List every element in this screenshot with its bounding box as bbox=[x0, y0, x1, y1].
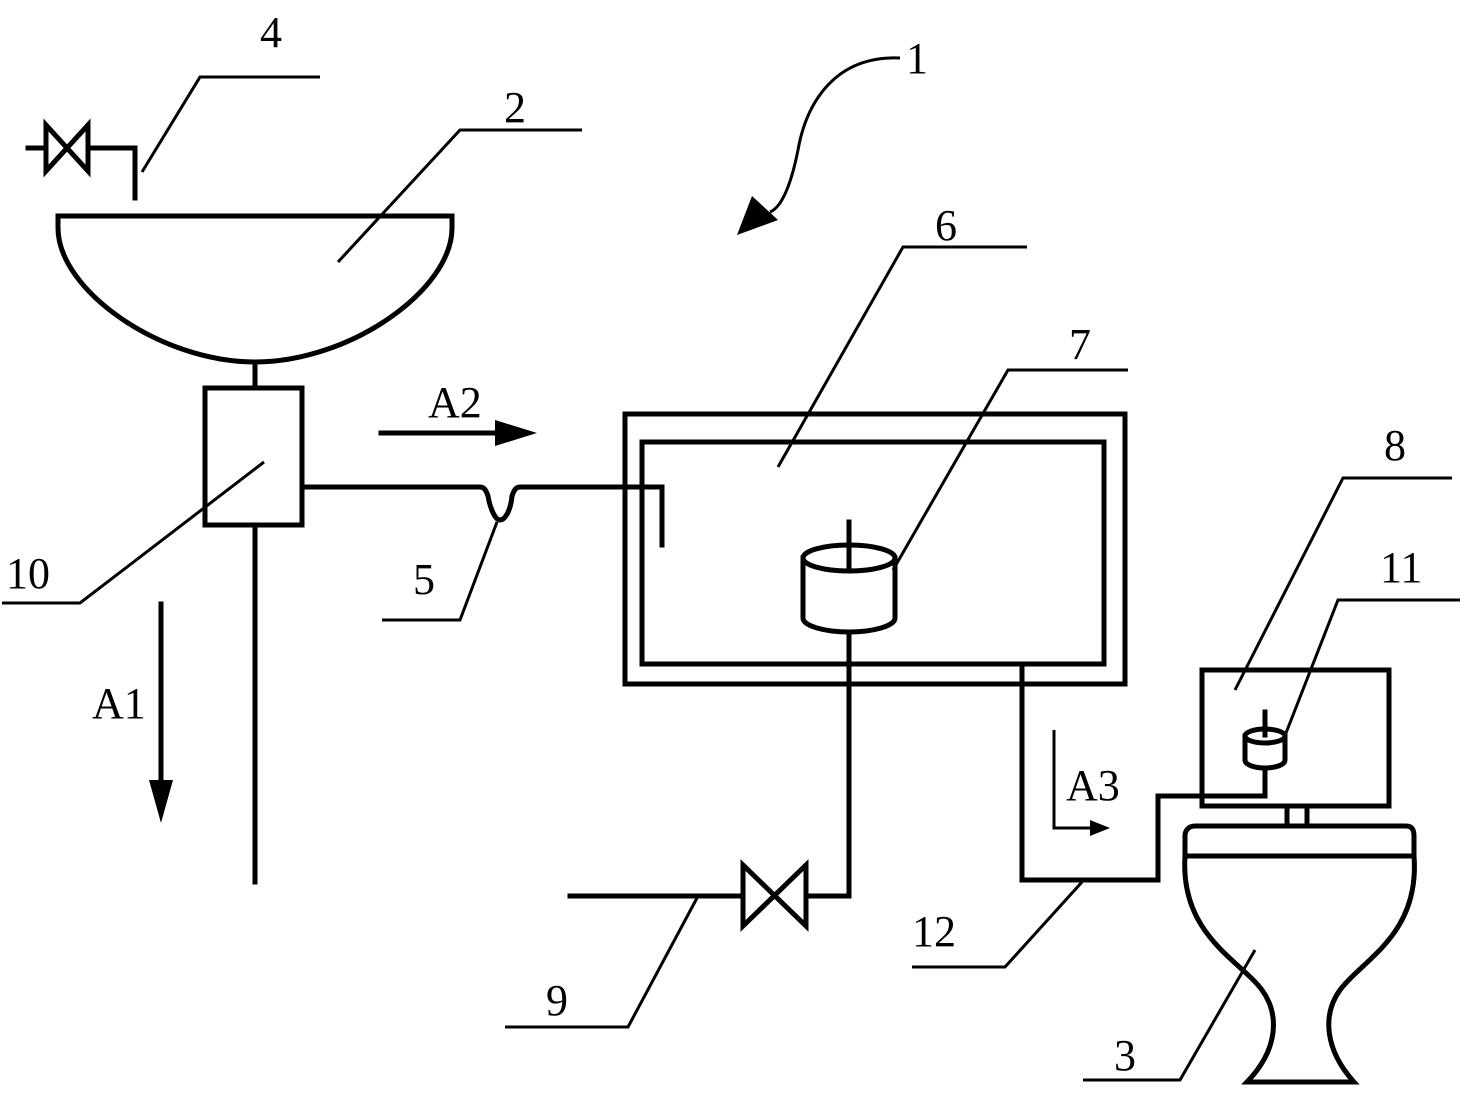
leader-4 bbox=[140, 75, 320, 173]
leader-10 bbox=[2, 460, 265, 605]
label-a3: A3 bbox=[1066, 761, 1120, 810]
leader-2 bbox=[336, 128, 582, 264]
label-11: 11 bbox=[1380, 543, 1422, 592]
label-a1: A1 bbox=[92, 679, 146, 728]
tank bbox=[622, 411, 1128, 687]
leader-11 bbox=[1284, 598, 1460, 734]
system-pointer bbox=[737, 56, 901, 235]
label-9: 9 bbox=[546, 976, 568, 1025]
label-1: 1 bbox=[906, 34, 928, 83]
leader-6 bbox=[776, 245, 1027, 468]
leader-5 bbox=[382, 521, 499, 622]
faucet bbox=[25, 118, 138, 201]
leader-7 bbox=[891, 368, 1128, 571]
label-2: 2 bbox=[504, 83, 526, 132]
label-8: 8 bbox=[1384, 421, 1406, 470]
label-7: 7 bbox=[1069, 320, 1091, 369]
basin bbox=[55, 213, 455, 365]
leader-8 bbox=[1233, 476, 1452, 691]
trap-pipe bbox=[299, 484, 665, 548]
label-6: 6 bbox=[935, 201, 957, 250]
label-4: 4 bbox=[260, 8, 282, 57]
cistern-float bbox=[1242, 709, 1288, 771]
cistern bbox=[1199, 667, 1392, 829]
outlet-pipe bbox=[1019, 661, 1268, 883]
diverter bbox=[202, 359, 305, 885]
label-12: 12 bbox=[912, 907, 956, 956]
label-a2: A2 bbox=[428, 378, 482, 427]
leader-9 bbox=[505, 897, 699, 1029]
leader-3 bbox=[1083, 949, 1257, 1082]
label-5: 5 bbox=[413, 555, 435, 604]
float-valve bbox=[800, 519, 898, 897]
supply-valve bbox=[567, 859, 852, 932]
arrow-a2 bbox=[378, 420, 537, 446]
arrow-a1 bbox=[149, 601, 173, 823]
toilet bbox=[1182, 823, 1417, 1085]
label-3: 3 bbox=[1114, 1031, 1136, 1080]
label-10: 10 bbox=[6, 549, 50, 598]
leader-12 bbox=[912, 880, 1084, 969]
arrow-a3 bbox=[1052, 730, 1110, 836]
